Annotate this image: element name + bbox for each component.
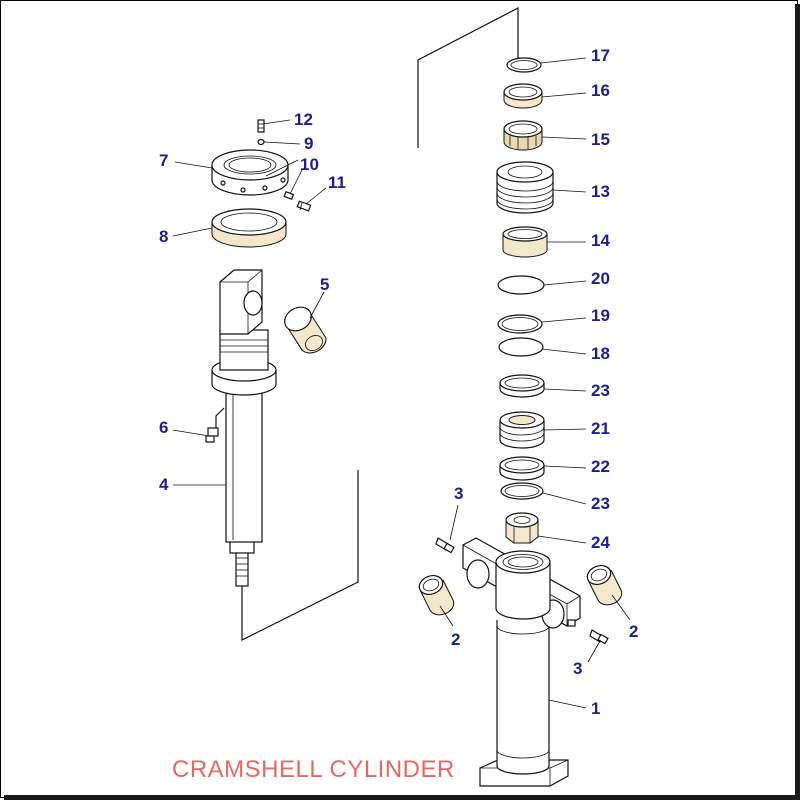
label-12: 12 xyxy=(294,110,313,129)
part-23-ring-upper xyxy=(499,374,545,398)
label-8: 8 xyxy=(159,227,168,246)
part-5-bushing xyxy=(284,306,327,354)
leader-lines xyxy=(172,57,631,709)
part-13-piston xyxy=(496,161,554,214)
part-22-ring xyxy=(499,456,545,481)
label-13: 13 xyxy=(591,182,610,201)
diagram-title: CRAMSHELL CYLINDER xyxy=(172,756,455,783)
label-22: 22 xyxy=(591,457,610,476)
part-11-screw xyxy=(296,200,312,212)
part-8-ring xyxy=(211,208,287,248)
part-14-bushing xyxy=(502,226,548,258)
part-12-bolt xyxy=(257,119,265,133)
label-17: 17 xyxy=(591,46,610,65)
label-16: 16 xyxy=(591,81,610,100)
label-18: 18 xyxy=(591,344,610,363)
label-14: 14 xyxy=(591,231,610,250)
label-15: 15 xyxy=(591,130,610,149)
label-7: 7 xyxy=(159,151,168,170)
frame-shadow-right xyxy=(795,4,800,800)
part-24-nut xyxy=(505,512,539,544)
label-20: 20 xyxy=(591,269,610,288)
label-2-left: 2 xyxy=(451,630,460,649)
label-24: 24 xyxy=(591,533,610,552)
part-2-bushing-right xyxy=(586,564,623,606)
part-16-ring xyxy=(503,83,543,109)
part-3-grease-fitting-upper xyxy=(435,537,455,554)
part-15-ring xyxy=(503,120,543,151)
label-3-lower: 3 xyxy=(573,659,582,678)
frame-shadow-bottom xyxy=(4,795,800,800)
label-5: 5 xyxy=(320,275,329,294)
part-3-grease-fitting-lower xyxy=(589,629,609,645)
label-2-right: 2 xyxy=(629,622,638,641)
part-4-piston-rod xyxy=(211,269,277,587)
label-4: 4 xyxy=(159,475,169,494)
part-7-collar xyxy=(211,149,289,196)
label-1: 1 xyxy=(591,699,600,718)
part-23-ring-lower xyxy=(500,482,544,500)
label-23-lower: 23 xyxy=(591,494,610,513)
label-3-upper: 3 xyxy=(454,484,463,503)
label-21: 21 xyxy=(591,419,610,438)
label-9: 9 xyxy=(304,134,313,153)
part-1-cylinder-tube xyxy=(462,537,581,787)
part-10-screw xyxy=(283,190,295,200)
label-6: 6 xyxy=(159,418,168,437)
part-6-grease-fitting xyxy=(205,407,225,443)
part-18-ring xyxy=(498,337,544,357)
part-number-labels: 17 16 15 13 14 20 19 18 23 21 22 23 24 3… xyxy=(159,46,638,718)
label-11: 11 xyxy=(328,173,346,192)
label-19: 19 xyxy=(591,306,610,325)
part-17-snap-ring xyxy=(506,57,542,73)
part-9-ball xyxy=(257,138,265,146)
label-10: 10 xyxy=(300,155,319,174)
part-19-ring xyxy=(497,314,543,334)
part-2-bushing-left xyxy=(418,574,455,616)
part-20-o-ring xyxy=(497,275,545,295)
assembly-guide-lines xyxy=(241,7,519,641)
part-21-packing xyxy=(499,411,545,449)
label-23-upper: 23 xyxy=(591,381,610,400)
